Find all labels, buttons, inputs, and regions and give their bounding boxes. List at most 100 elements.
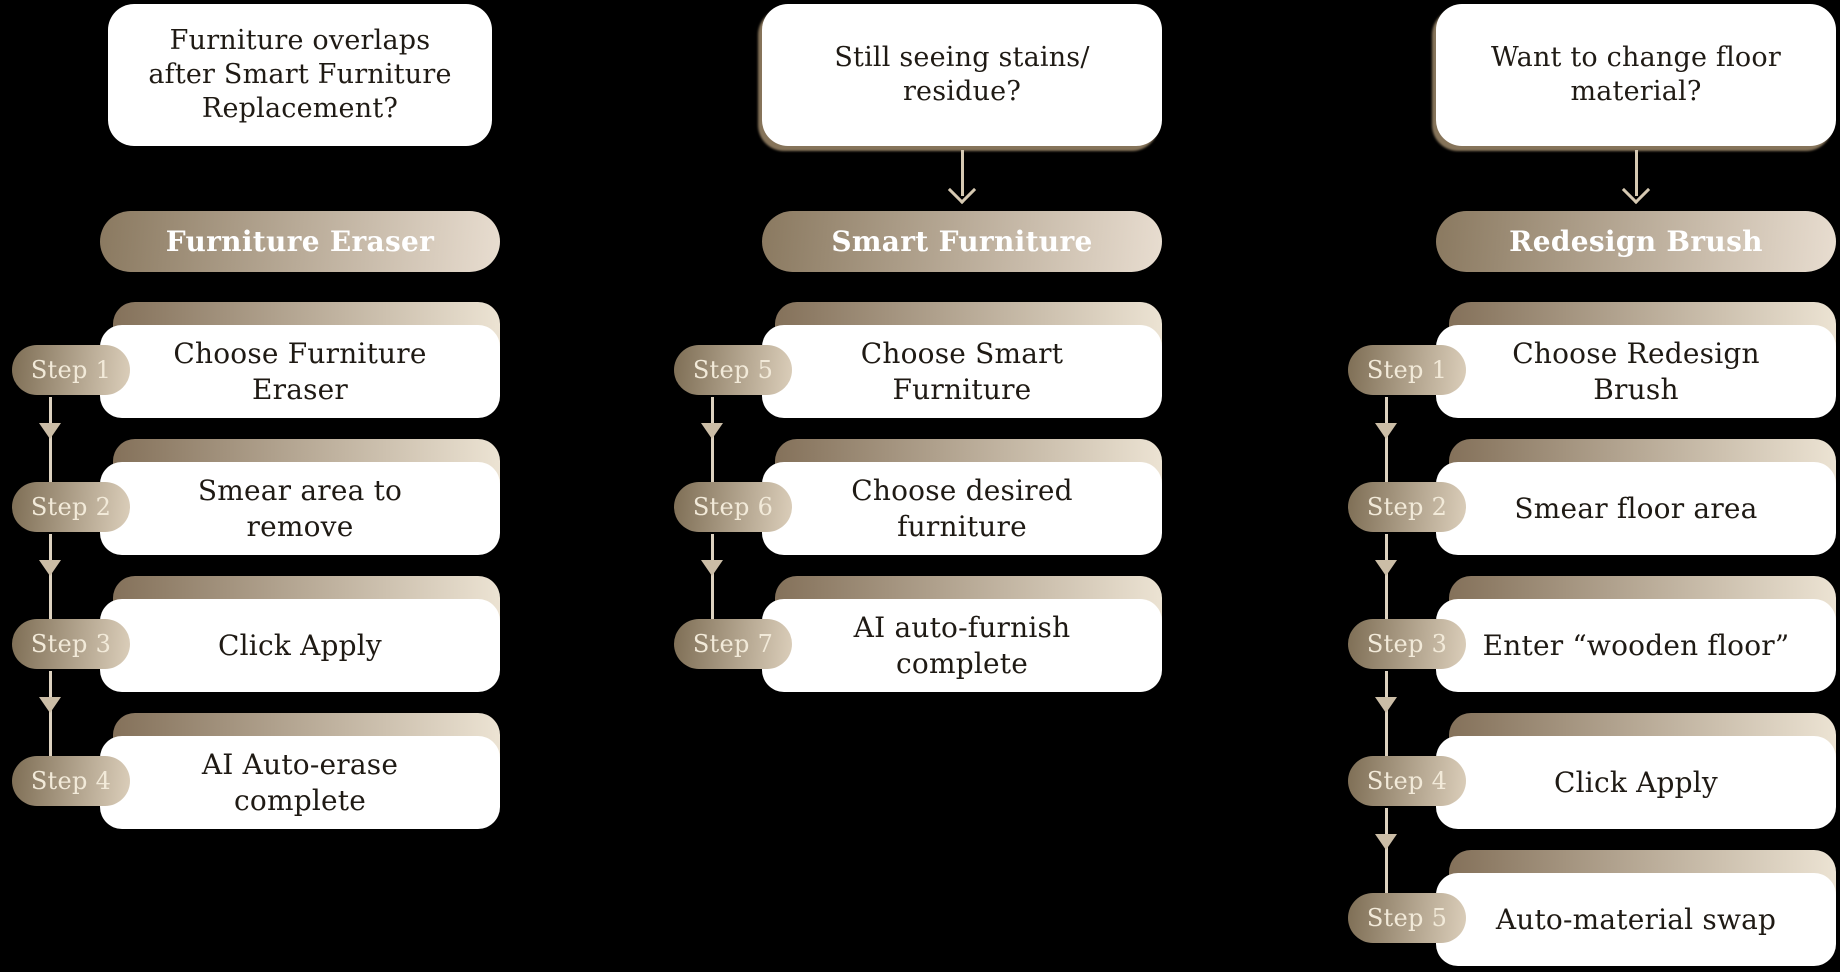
step-card: Smear floor area Step 2 [1348,439,1836,620]
card-body: Auto-material swap [1436,873,1836,966]
text-line: Still seeing stains/ [834,42,1090,73]
arrow-head-icon [1375,560,1397,576]
text-line: after Smart Furniture [148,59,452,90]
connector-line [1385,671,1388,757]
step-badge-label: Step 1 [30,356,112,384]
step-badge: Step 7 [674,619,792,669]
step-badge: Step 1 [12,345,130,395]
arrow-down-icon [1621,150,1651,210]
step-badge: Step 6 [674,482,792,532]
step-badge-label: Step 6 [692,493,774,521]
step-badge-label: Step 4 [1366,767,1448,795]
tool-label: Redesign Brush [1509,225,1763,258]
chevron-down-icon [947,175,977,205]
text-line: AI auto-furnish [853,610,1071,644]
arrow-head-icon [39,423,61,439]
step-text: Enter “wooden floor” [1483,628,1790,664]
connector-line [49,534,52,620]
step-badge-label: Step 3 [1366,630,1448,658]
text-line: Brush [1593,372,1679,406]
step-badge: Step 4 [1348,756,1466,806]
connector-line [49,671,52,757]
step-badge-label: Step 1 [1366,356,1448,384]
text-line: residue? [902,76,1022,107]
step-badge-label: Step 4 [30,767,112,795]
step-card: Click Apply Step 4 [1348,713,1836,894]
flow-column-smart-furniture: Still seeing stains/residue? Smart Furni… [674,0,1162,972]
step-card: Enter “wooden floor” Step 3 [1348,576,1836,757]
step-badge-label: Step 3 [30,630,112,658]
step-connector-arrow-icon [1375,671,1397,757]
card-body: Click Apply [100,599,500,692]
step-connector-arrow-icon [701,397,723,483]
step-card: Auto-material swap Step 5 [1348,850,1836,966]
text-line: material? [1570,76,1702,107]
step-badge: Step 2 [12,482,130,532]
step-connector-arrow-icon [39,534,61,620]
text-line: remove [246,509,354,543]
text-line: complete [234,783,366,817]
arrow-head-icon [39,560,61,576]
step-text: Click Apply [1554,765,1718,801]
text-line: Want to change floor [1491,42,1781,73]
connector-line [49,397,52,483]
step-text: Smear floor area [1514,491,1757,527]
arrow-head-icon [701,560,723,576]
step-connector-arrow-icon [1375,808,1397,894]
step-text: Auto-material swap [1496,902,1776,938]
question-text: Still seeing stains/residue? [834,41,1089,109]
card-body: Enter “wooden floor” [1436,599,1836,692]
arrow-head-icon [1375,834,1397,850]
step-badge: Step 3 [1348,619,1466,669]
step-connector-arrow-icon [39,397,61,483]
text-line: Replacement? [201,93,399,124]
text-line: Choose Redesign [1512,336,1760,370]
step-connector-arrow-icon [1375,534,1397,620]
tool-pill: Redesign Brush [1436,211,1836,272]
step-card: Click Apply Step 3 [12,576,500,757]
chevron-down-icon [1621,175,1651,205]
step-badge: Step 3 [12,619,130,669]
text-line: Click Apply [218,628,382,662]
step-connector-arrow-icon [39,671,61,757]
arrow-head-icon [1375,423,1397,439]
text-line: Choose desired [851,473,1073,507]
connector-line [1385,808,1388,894]
question-box: Still seeing stains/residue? [762,4,1162,146]
connector-line [711,397,714,483]
text-line: Enter “wooden floor” [1482,628,1790,662]
text-line: Click Apply [1554,765,1718,799]
connector-line [711,534,714,620]
arrow-head-icon [1375,697,1397,713]
step-badge-label: Step 5 [692,356,774,384]
text-line: complete [896,646,1028,680]
step-badge: Step 4 [12,756,130,806]
arrow-head-icon [701,423,723,439]
step-badge-label: Step 2 [30,493,112,521]
tool-label: Furniture Eraser [165,225,435,258]
step-badge: Step 5 [1348,893,1466,943]
text-line: AI Auto-erase [201,747,399,781]
step-connector-arrow-icon [701,534,723,620]
arrow-line [960,150,964,196]
step-text: Click Apply [218,628,382,664]
